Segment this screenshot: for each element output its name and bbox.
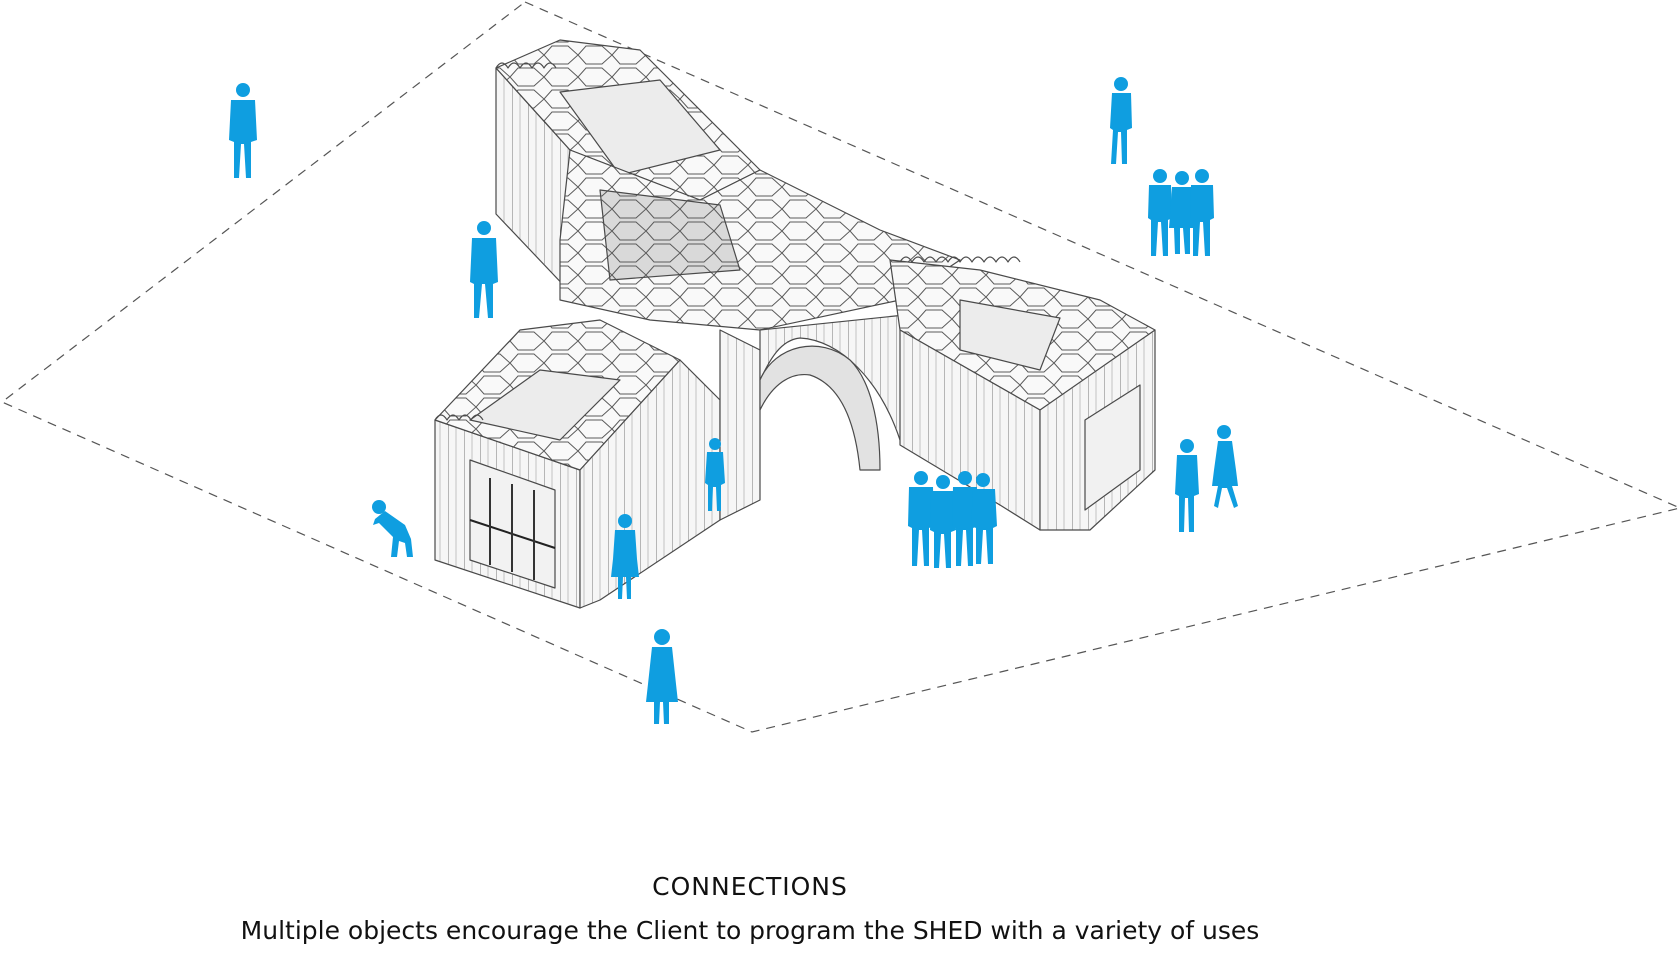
person-figure — [1110, 77, 1132, 164]
group-figure — [908, 471, 997, 568]
person-figure — [611, 514, 639, 599]
caption-subtitle: Multiple objects encourage the Client to… — [240, 916, 1260, 945]
shed-structure — [434, 39, 1156, 609]
person-figure — [705, 438, 725, 511]
person-figure — [1212, 425, 1238, 508]
site-boundary — [0, 1, 1680, 733]
group-figure — [1148, 169, 1214, 256]
person-figure — [372, 500, 413, 557]
person-figure — [1175, 439, 1199, 532]
person-figure — [470, 221, 498, 318]
caption-title: CONNECTIONS — [652, 872, 848, 901]
person-figure — [646, 629, 678, 724]
person-figure — [229, 83, 257, 178]
